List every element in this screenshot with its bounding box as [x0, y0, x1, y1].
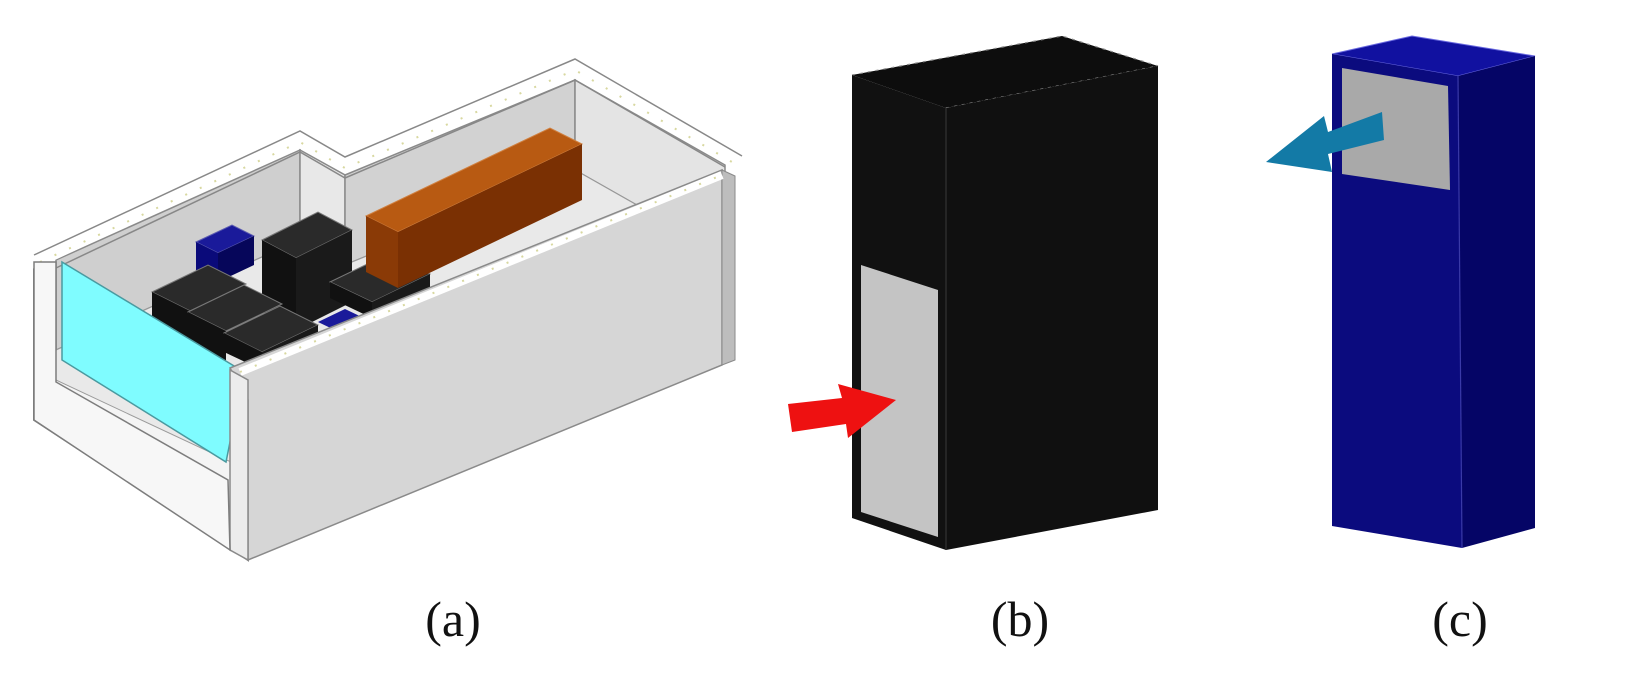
room-wall-rim-inner: [55, 79, 726, 269]
cabinet-b-side: [946, 66, 1158, 550]
room-front-wall-top-dots: [239, 174, 723, 373]
cabinet-c-top: [1332, 36, 1535, 76]
room-left-ledge: [33, 261, 231, 552]
cabinet-c-vent: [1342, 68, 1450, 190]
inflow-arrow-icon: [788, 384, 896, 438]
room-wall-rim-outline: [33, 58, 743, 256]
orange-unit: [364, 127, 584, 288]
outflow-arrow-icon: [1266, 112, 1384, 172]
cabinet-c-side: [1458, 56, 1535, 548]
panel-c-blue-cabinet: [1266, 35, 1536, 549]
panel-b-caption: (b): [990, 591, 1050, 647]
panel-a-caption: (a): [425, 591, 481, 647]
glass-panel: [61, 260, 245, 464]
panel-c-caption: (c): [1432, 591, 1488, 647]
panel-b-black-cabinet: [788, 35, 1159, 550]
rack-group: [150, 211, 432, 370]
room-wall-rim: [31, 59, 742, 269]
room-front-wall-edge: [721, 169, 736, 366]
room-corner-column: [229, 368, 249, 562]
cabinet-b-vent: [861, 265, 938, 537]
panel-a-room-model: [31, 58, 743, 562]
cabinet-b-top: [852, 36, 1158, 108]
